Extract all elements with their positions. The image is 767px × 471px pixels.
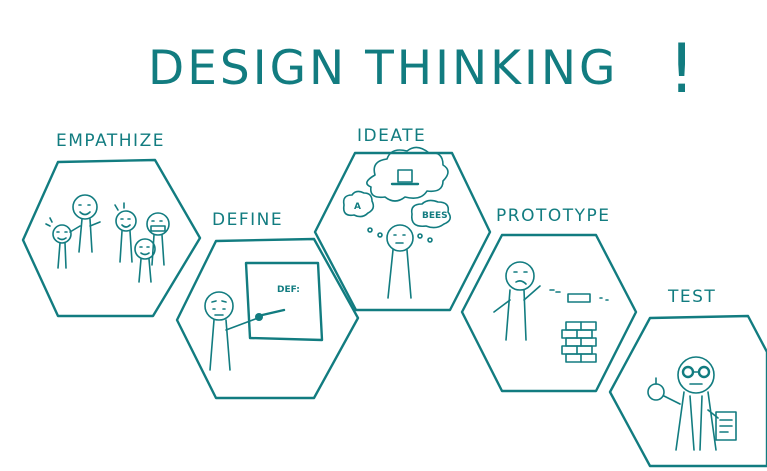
person-building-blocks-icon: [493, 261, 609, 363]
person-writing-definition-icon: DEF:: [204, 261, 324, 371]
exclamation-mark: !: [668, 30, 695, 109]
hexagon-define: [175, 237, 360, 400]
ideate-bubble-letter: A: [354, 202, 361, 212]
stage-empathize: EMPATHIZE: [21, 131, 202, 318]
stage-label-ideate: IDEATE: [357, 126, 426, 146]
hexagon-ideate: [313, 151, 492, 312]
stage-test: TEST: [608, 287, 767, 468]
stage-label-test: TEST: [667, 287, 716, 307]
stage-label-prototype: PROTOTYPE: [496, 206, 610, 226]
brick-stack: [561, 321, 597, 363]
ideate-bubble-text: BEES: [422, 211, 448, 221]
stage-prototype: PROTOTYPE: [460, 206, 638, 393]
hexagon-test: [608, 314, 767, 468]
stage-ideate: IDEATE A BEES: [313, 126, 492, 312]
person-thinking-ideas-icon: A BEES: [342, 146, 452, 299]
hexagon-prototype: [460, 233, 638, 393]
hexagon-empathize: [21, 158, 202, 318]
stage-label-define: DEFINE: [212, 210, 283, 230]
group-of-people-icon: [45, 194, 170, 283]
svg-text:!: !: [668, 30, 695, 109]
person-with-clipboard-icon: [647, 356, 737, 451]
stage-label-empathize: EMPATHIZE: [56, 131, 165, 151]
stage-define: DEFINE DEF:: [175, 210, 360, 400]
diagram-title: DESIGN THINKING: [148, 41, 618, 96]
define-board-text: DEF:: [277, 285, 300, 295]
